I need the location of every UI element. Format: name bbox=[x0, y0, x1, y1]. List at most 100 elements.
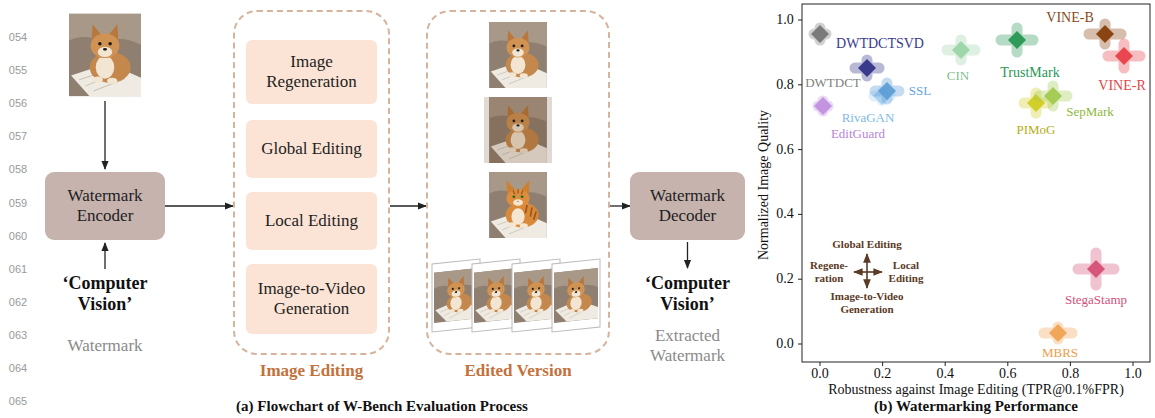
point-label: DWTDCT bbox=[805, 76, 861, 91]
plot-frame bbox=[1007, 362, 1008, 366]
box-label: Image Regeneration bbox=[252, 52, 371, 91]
dashed-outline bbox=[426, 10, 610, 355]
data-point bbox=[952, 41, 970, 59]
key-label: Global Editing bbox=[832, 238, 901, 251]
direction-key-arrows bbox=[866, 254, 868, 288]
tick-label: 0.0 bbox=[776, 336, 794, 352]
line-number: 062 bbox=[9, 295, 27, 308]
line-number: 063 bbox=[9, 329, 27, 342]
point-label: RivaGAN bbox=[842, 111, 895, 126]
data-point bbox=[814, 97, 832, 115]
data-point bbox=[1001, 28, 1033, 52]
key-label: Local Editing bbox=[886, 259, 926, 284]
tick-label: 0.2 bbox=[776, 271, 794, 287]
video-frames bbox=[552, 259, 600, 332]
tick-label: 1.0 bbox=[1124, 366, 1142, 382]
edited-photo bbox=[489, 22, 547, 88]
point-label: SepMark bbox=[1066, 105, 1114, 120]
tick-label: 0.8 bbox=[1062, 366, 1080, 382]
subfigure-caption: (b) Watermarking Performance bbox=[874, 398, 1078, 415]
data-point bbox=[1078, 253, 1114, 285]
data-point bbox=[878, 82, 896, 100]
tick-label: 0.8 bbox=[776, 77, 794, 93]
flow-arrow bbox=[610, 205, 630, 206]
input-photo bbox=[69, 14, 141, 96]
line-number: 054 bbox=[9, 31, 27, 44]
tick-label: 0.6 bbox=[776, 142, 794, 158]
flow-arrow bbox=[687, 242, 688, 268]
input-photo bbox=[69, 14, 141, 96]
data-point bbox=[875, 83, 899, 99]
axis-title: Robustness against Image Editing (TPR@0.… bbox=[828, 382, 1124, 398]
tick-label: 0.4 bbox=[936, 366, 954, 382]
message-caption: Watermark bbox=[67, 336, 142, 356]
point-label: PIMoG bbox=[1016, 123, 1055, 138]
point-label: MBRS bbox=[1042, 346, 1078, 361]
plot-frame bbox=[798, 344, 802, 345]
direction-key-arrows bbox=[854, 254, 882, 288]
plot-frame bbox=[798, 214, 802, 215]
point-label: VINE-R bbox=[1098, 78, 1145, 94]
editing-group: Image Editing Image RegenerationGlobal Ed… bbox=[233, 10, 390, 385]
point-label: EditGuard bbox=[831, 127, 885, 142]
point-label: SSL bbox=[909, 84, 931, 99]
edit-type-box: Global Editing bbox=[246, 120, 377, 178]
data-point bbox=[811, 24, 1140, 342]
message-text: ‘Computer Vision’ bbox=[50, 273, 160, 314]
point-label: StegaStamp bbox=[1065, 293, 1127, 308]
edited-photo bbox=[484, 22, 552, 238]
box-label: Global Editing bbox=[261, 139, 362, 159]
data-point bbox=[1087, 260, 1105, 278]
plot-frame bbox=[798, 20, 802, 21]
box-label: Local Editing bbox=[265, 211, 358, 231]
flow-arrow bbox=[105, 101, 688, 269]
direction-key-arrows bbox=[854, 271, 882, 273]
line-number: 064 bbox=[9, 362, 27, 375]
video-frames bbox=[434, 268, 478, 323]
plot-frame bbox=[798, 149, 802, 150]
data-point bbox=[858, 59, 876, 77]
encoder-box: Watermark Encoder bbox=[45, 172, 165, 240]
group-heading: Image Editing bbox=[233, 361, 390, 381]
point-label: DWTDCTSVD bbox=[836, 36, 924, 52]
point-label: VINE-B bbox=[1046, 10, 1093, 26]
data-point bbox=[1096, 25, 1114, 43]
axis-title: Normalized Image Quality bbox=[756, 110, 772, 260]
subfigure-caption: (a) Flowchart of W-Bench Evaluation Proc… bbox=[236, 398, 528, 415]
box-label: Watermark Encoder bbox=[51, 186, 159, 225]
plot-frame bbox=[798, 84, 802, 85]
edit-type-box: Image-to-Video Generation bbox=[246, 264, 377, 334]
tick-label: 0.2 bbox=[874, 366, 892, 382]
plot-frame bbox=[798, 279, 802, 280]
data-point bbox=[1089, 24, 1121, 44]
video-frames bbox=[474, 268, 518, 323]
line-number: 056 bbox=[9, 97, 27, 110]
data-point bbox=[855, 60, 879, 76]
tick-label: 0.6 bbox=[999, 366, 1017, 382]
video-frames bbox=[432, 259, 600, 332]
tick-label: 1.0 bbox=[776, 12, 794, 28]
data-point bbox=[1008, 31, 1026, 49]
decoder-box: Watermark Decoder bbox=[630, 172, 745, 240]
key-label: Regene- ration bbox=[808, 259, 850, 284]
plot-frame bbox=[945, 362, 946, 366]
edited-group: Edited Version bbox=[426, 10, 610, 385]
data-point bbox=[811, 25, 829, 43]
video-frames bbox=[554, 268, 598, 323]
line-number: 058 bbox=[9, 163, 27, 176]
edit-type-box: Image Regeneration bbox=[246, 40, 377, 104]
plot-frame bbox=[802, 4, 1150, 362]
flow-arrow bbox=[390, 205, 426, 206]
line-number: 055 bbox=[9, 64, 27, 77]
box-label: Image-to-Video Generation bbox=[252, 279, 371, 318]
plot-frame bbox=[882, 362, 883, 366]
plot-frame bbox=[798, 4, 1150, 366]
edited-photo bbox=[489, 172, 547, 238]
box-label: Watermark Decoder bbox=[636, 186, 739, 225]
tick-label: 0.0 bbox=[811, 366, 829, 382]
line-number: 057 bbox=[9, 130, 27, 143]
flow-arrow bbox=[104, 101, 105, 169]
data-point bbox=[1044, 87, 1062, 105]
